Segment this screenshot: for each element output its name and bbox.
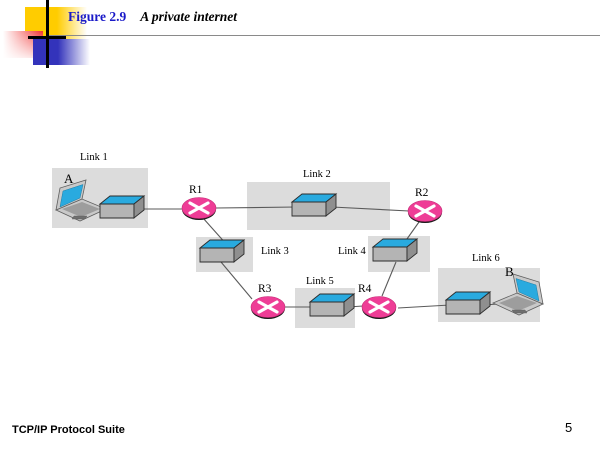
deco-horizontal-line (28, 36, 66, 39)
router-r2 (406, 198, 444, 225)
figure-number: Figure 2.9 (68, 9, 127, 24)
page-title: Figure 2.9 A private internet (68, 9, 237, 25)
link-label-link1: Link 1 (80, 152, 108, 163)
figure-caption: A private internet (140, 9, 238, 24)
deco-blue-square (33, 39, 58, 65)
router-label-r3: R3 (258, 283, 272, 295)
host-b-laptop (492, 273, 544, 316)
router-r4 (360, 294, 398, 321)
switch-link3 (199, 239, 245, 263)
switch-link4 (372, 238, 418, 262)
link-label-link4: Link 4 (338, 246, 366, 257)
deco-yellow-gradient (57, 7, 87, 39)
router-label-r2: R2 (415, 187, 429, 199)
host-label-a: A (64, 171, 74, 186)
footer-title: TCP/IP Protocol Suite (12, 424, 125, 436)
switch-link5 (309, 293, 355, 317)
deco-blue-gradient (58, 39, 90, 65)
link-label-link5: Link 5 (306, 276, 334, 287)
switch-link6 (445, 291, 491, 315)
link-label-link2: Link 2 (303, 169, 331, 180)
device-layer (55, 179, 544, 321)
router-label-r4: R4 (358, 283, 372, 295)
link-label-link3: Link 3 (261, 246, 289, 257)
switch-link1 (99, 195, 145, 219)
router-r1 (180, 195, 218, 222)
title-divider (49, 35, 600, 36)
router-label-r1: R1 (189, 184, 203, 196)
switch-link2 (291, 193, 337, 217)
host-label-b: B (505, 264, 514, 279)
router-r3 (249, 294, 287, 321)
header-decoration (0, 0, 200, 75)
deco-vertical-line (46, 0, 49, 68)
link-label-link6: Link 6 (472, 253, 500, 264)
page-number: 5 (565, 420, 573, 435)
network-diagram: Link 1 Link 2 Link 3 Link 4 Link 5 Link … (52, 152, 544, 328)
